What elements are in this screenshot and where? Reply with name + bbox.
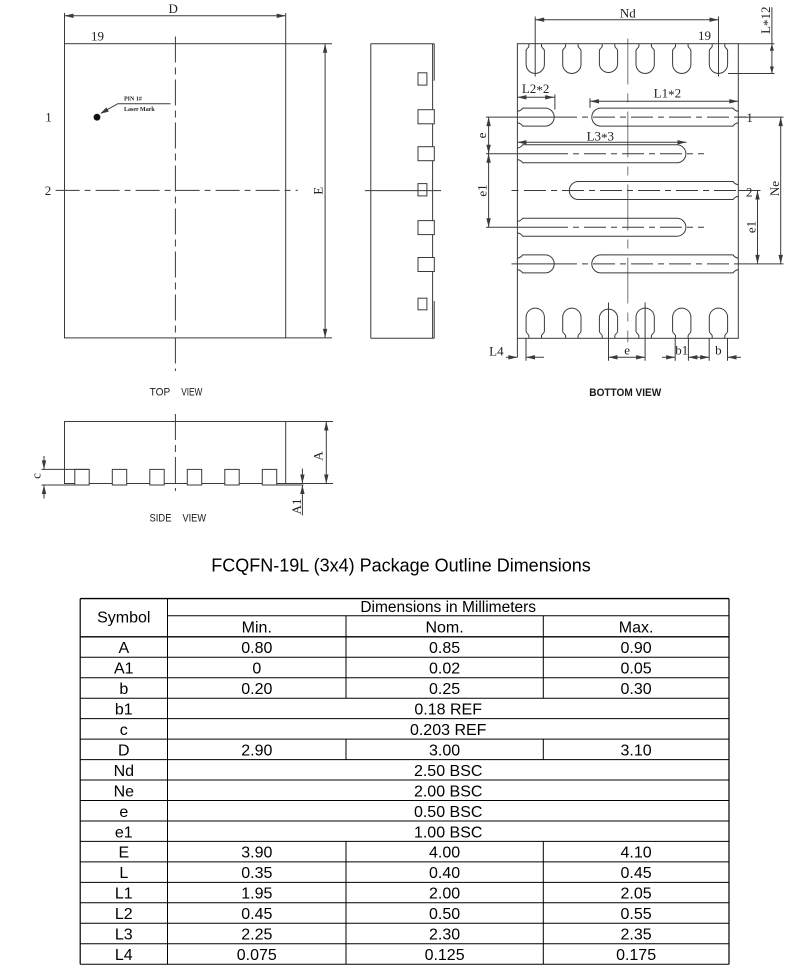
svg-text:VIEW: VIEW bbox=[181, 386, 203, 398]
svg-text:b: b bbox=[715, 343, 722, 358]
svg-text:Symbol: Symbol bbox=[97, 610, 150, 627]
svg-text:A: A bbox=[311, 451, 326, 461]
svg-text:0.203 REF: 0.203 REF bbox=[410, 722, 487, 739]
svg-text:b1: b1 bbox=[115, 702, 133, 719]
svg-text:c: c bbox=[120, 722, 128, 739]
svg-text:L: L bbox=[119, 865, 128, 882]
svg-text:0.30: 0.30 bbox=[621, 681, 652, 698]
svg-text:2.50 BSC: 2.50 BSC bbox=[414, 763, 482, 780]
svg-text:b1: b1 bbox=[675, 343, 688, 358]
svg-text:0.18 REF: 0.18 REF bbox=[414, 702, 482, 719]
svg-text:b: b bbox=[119, 681, 128, 698]
svg-text:0.20: 0.20 bbox=[241, 681, 272, 698]
svg-text:Nd: Nd bbox=[114, 763, 134, 780]
svg-text:Max.: Max. bbox=[619, 620, 654, 637]
svg-text:A: A bbox=[118, 640, 129, 657]
svg-text:2.00: 2.00 bbox=[429, 886, 460, 903]
svg-text:L3*3: L3*3 bbox=[587, 128, 614, 145]
svg-text:Laser Mark: Laser Mark bbox=[124, 107, 155, 113]
svg-text:1: 1 bbox=[45, 110, 52, 125]
svg-text:2.25: 2.25 bbox=[241, 927, 272, 944]
svg-text:A1: A1 bbox=[114, 661, 134, 678]
svg-text:e1: e1 bbox=[115, 824, 133, 841]
svg-text:2.30: 2.30 bbox=[429, 927, 460, 944]
svg-text:Nd: Nd bbox=[620, 5, 636, 20]
svg-text:2: 2 bbox=[45, 183, 52, 198]
svg-text:D: D bbox=[169, 1, 178, 16]
svg-text:L1: L1 bbox=[115, 886, 133, 903]
svg-text:0.50: 0.50 bbox=[429, 906, 460, 923]
svg-text:0.075: 0.075 bbox=[237, 947, 277, 964]
svg-text:0: 0 bbox=[252, 661, 261, 678]
svg-text:0.40: 0.40 bbox=[429, 865, 460, 882]
svg-text:3.10: 3.10 bbox=[621, 742, 652, 759]
svg-text:2.05: 2.05 bbox=[621, 886, 652, 903]
svg-text:1.00 BSC: 1.00 BSC bbox=[414, 824, 482, 841]
svg-text:L2*2: L2*2 bbox=[522, 81, 549, 98]
svg-text:FCQFN-19L (3x4) Package Outlin: FCQFN-19L (3x4) Package Outline Dimensio… bbox=[211, 555, 590, 575]
svg-text:0.02: 0.02 bbox=[429, 661, 460, 678]
svg-text:TOP: TOP bbox=[150, 386, 171, 398]
svg-text:c: c bbox=[29, 473, 44, 479]
svg-text:2.00 BSC: 2.00 BSC bbox=[414, 783, 482, 800]
svg-text:Dimensions in Millimeters: Dimensions in Millimeters bbox=[360, 599, 536, 616]
svg-text:0.35: 0.35 bbox=[241, 865, 272, 882]
svg-text:3.90: 3.90 bbox=[241, 845, 272, 862]
svg-text:0.45: 0.45 bbox=[621, 865, 652, 882]
svg-text:0.25: 0.25 bbox=[429, 681, 460, 698]
svg-text:0.175: 0.175 bbox=[616, 947, 656, 964]
svg-text:Min.: Min. bbox=[242, 620, 272, 637]
svg-text:0.55: 0.55 bbox=[621, 906, 652, 923]
svg-text:2: 2 bbox=[746, 184, 753, 199]
svg-text:VIEW: VIEW bbox=[183, 513, 207, 525]
svg-text:L4: L4 bbox=[489, 343, 504, 358]
svg-text:19: 19 bbox=[91, 28, 104, 43]
svg-text:3.00: 3.00 bbox=[429, 742, 460, 759]
svg-text:0.85: 0.85 bbox=[429, 640, 460, 657]
svg-text:e: e bbox=[624, 343, 630, 358]
svg-text:0.45: 0.45 bbox=[241, 906, 272, 923]
svg-text:e: e bbox=[474, 132, 489, 138]
svg-text:BOTTOM VIEW: BOTTOM VIEW bbox=[589, 387, 662, 399]
svg-text:0.80: 0.80 bbox=[241, 640, 272, 657]
svg-text:Ne: Ne bbox=[114, 783, 135, 800]
svg-text:L2: L2 bbox=[115, 906, 133, 923]
svg-text:e: e bbox=[119, 804, 128, 821]
svg-text:0.05: 0.05 bbox=[621, 661, 652, 678]
svg-text:PIN 1#: PIN 1# bbox=[124, 96, 142, 102]
svg-text:4.00: 4.00 bbox=[429, 845, 460, 862]
svg-text:SIDE: SIDE bbox=[150, 513, 172, 525]
svg-text:19: 19 bbox=[698, 28, 711, 43]
svg-text:0.125: 0.125 bbox=[425, 947, 465, 964]
svg-text:e1: e1 bbox=[743, 221, 758, 233]
svg-text:e1: e1 bbox=[474, 184, 489, 196]
svg-text:Nom.: Nom. bbox=[425, 620, 463, 637]
svg-text:4.10: 4.10 bbox=[621, 845, 652, 862]
svg-text:E: E bbox=[118, 845, 129, 862]
svg-text:L3: L3 bbox=[115, 927, 133, 944]
svg-text:2.90: 2.90 bbox=[241, 742, 272, 759]
svg-text:D: D bbox=[118, 742, 130, 759]
svg-text:L4: L4 bbox=[115, 947, 133, 964]
svg-text:2.35: 2.35 bbox=[621, 927, 652, 944]
svg-text:Ne: Ne bbox=[767, 181, 782, 196]
svg-text:0.90: 0.90 bbox=[621, 640, 652, 657]
svg-text:L1*2: L1*2 bbox=[654, 85, 681, 102]
svg-text:1.95: 1.95 bbox=[241, 886, 272, 903]
svg-text:E: E bbox=[311, 187, 326, 195]
svg-text:L*12: L*12 bbox=[758, 6, 775, 33]
svg-text:A1: A1 bbox=[289, 499, 304, 515]
svg-text:0.50 BSC: 0.50 BSC bbox=[414, 804, 482, 821]
